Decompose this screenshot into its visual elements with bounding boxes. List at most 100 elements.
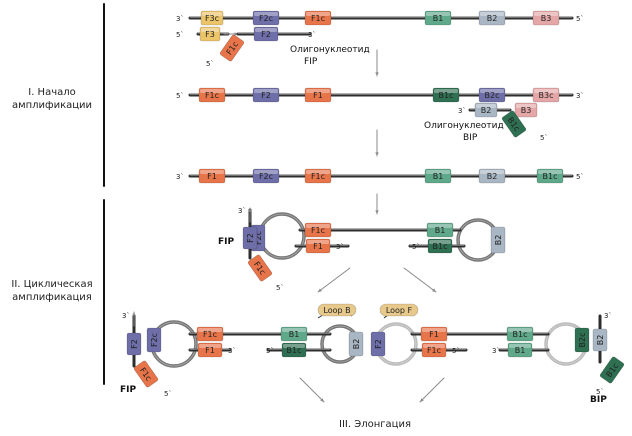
arrow-right-to-elongation-head — [420, 398, 424, 402]
section-label-cycling: II. Циклическая амплификация — [0, 278, 104, 304]
row5r-bip-label: BIP — [590, 395, 607, 405]
row1-end-3: 3` — [176, 15, 184, 23]
row3-seg-f1-label: F1 — [207, 172, 217, 181]
row1-fip-end-3: 3` — [308, 31, 316, 39]
row2-seg-b2c-label: B2c — [485, 91, 500, 100]
row4-seg-f2-fip — [242, 226, 258, 250]
row4-f1-end-3: 3` — [336, 243, 344, 251]
row1-seg-f3c-hl — [202, 12, 222, 16]
row5l-seg-b1c-hl — [283, 344, 305, 348]
row5l-loopb-label: Loop B — [323, 306, 350, 315]
row1-fip-f1c — [219, 34, 245, 62]
row5r-seg-b1-hl — [509, 344, 531, 348]
row1-seg-f1c-hl — [306, 12, 330, 16]
fip-oligo-label-line1: Олигонуклеотид — [290, 45, 370, 55]
row5r-seg-b2 — [592, 328, 608, 352]
row2-seg-f1c-hl — [200, 89, 224, 93]
row1-fip-f1c-group: F1c — [219, 34, 245, 62]
row2-seg-f2 — [252, 87, 280, 103]
row5r-end-5: 5` — [596, 388, 604, 396]
row2-end-5: 5` — [176, 92, 184, 100]
row4-seg-f1c-label: F1c — [311, 226, 325, 235]
row5l-f1-end-3: 3` — [228, 347, 236, 355]
row5l-seg-f2 — [126, 332, 142, 356]
row3-seg-b2-label: B2 — [487, 172, 498, 181]
row3-end-3: 3` — [176, 173, 184, 181]
row4-seg-f1-hl — [307, 240, 329, 244]
row5l-seg-b2 — [348, 331, 364, 357]
row1-f3-arrow-head — [234, 32, 238, 36]
row5r-seg-f1c — [421, 342, 447, 358]
row5l-seg-b1c — [281, 342, 307, 358]
row4-seg-f2c-label: F2c — [254, 231, 263, 245]
row1-seg-f1c — [304, 10, 332, 26]
row1-f3-end-5: 5` — [176, 31, 184, 39]
row3-seg-b1-label: B1 — [433, 172, 444, 181]
arrow-row4-to-right-head — [432, 288, 436, 292]
row4-loop-left-shine — [259, 213, 305, 259]
row5l-b1c-end-5: 5` — [266, 347, 274, 355]
row4-seg-b1-hl — [428, 224, 452, 228]
row4-fip-end-3: 3` — [238, 207, 246, 215]
row1-seg-f2 — [253, 26, 279, 42]
row2-seg-b2c-hl — [480, 89, 504, 93]
row2-seg-b1c-hl — [434, 89, 458, 93]
row5r-seg-b1c-hl — [508, 328, 532, 332]
row5r-seg-f1-hl — [422, 328, 446, 332]
row3-seg-b1 — [424, 168, 452, 184]
row5r-seg-f1c-hl — [423, 344, 445, 348]
row1-seg-b1-hl — [426, 12, 450, 16]
row5l-seg-f2-label: F2 — [130, 339, 139, 349]
arrow-row4-to-left — [317, 267, 351, 293]
row2-seg-b2-hl — [476, 104, 496, 108]
row3-seg-b1c-label: B1c — [543, 172, 558, 181]
row5l-seg-f2c — [146, 327, 162, 353]
row5r-seg-b1c — [506, 326, 534, 342]
row5l-seg-f1c-hl — [198, 328, 222, 332]
row1-seg-f2c-hl — [254, 12, 278, 16]
row5l-fip-f1c — [133, 360, 159, 388]
arrow-right-to-elongation — [419, 377, 445, 403]
row2-seg-b2c — [478, 87, 506, 103]
row5l-seg-b2-label: B2 — [352, 339, 361, 350]
row3-seg-f2c — [252, 168, 280, 184]
row5r-seg-b2-label: B2 — [596, 335, 605, 346]
row1-seg-f3c-label: F3c — [205, 14, 219, 23]
row5l-fip-f1c-group: F1c — [133, 360, 159, 388]
row5l-seg-f1-hl — [199, 344, 221, 348]
row4-seg-f2-fip-label: F2 — [246, 233, 255, 243]
row2-end-3: 3` — [576, 92, 584, 100]
row5r-b1-end-3: 3` — [492, 347, 500, 355]
row2-seg-b2 — [474, 102, 498, 118]
row2-seg-f1c — [198, 87, 226, 103]
row1-seg-b2 — [478, 10, 506, 26]
row4-b1c-end-5: 5` — [412, 243, 420, 251]
row1-seg-f3-hl — [201, 28, 219, 32]
arrow-row4-to-left-head — [318, 288, 322, 292]
row2-seg-b3-hl — [516, 104, 536, 108]
row5r-seg-f1c-label: F1c — [427, 346, 441, 355]
row3-seg-b1-hl — [426, 170, 450, 174]
row5l-end-5: 5` — [164, 390, 172, 398]
row5l-seg-f1c-label: F1c — [203, 330, 217, 339]
arrow-row4-to-right — [403, 267, 437, 293]
row5r-loopf-badge — [379, 303, 419, 317]
row4-fip-f1c — [247, 254, 273, 282]
row4-seg-f1c — [304, 222, 332, 238]
row5r-bip-b1c — [599, 356, 625, 384]
row4-fip-arrow-head — [248, 208, 252, 212]
row2-bip-end-3: 3` — [458, 107, 466, 115]
section-label-cycling-line2: амплификация — [12, 292, 92, 303]
row3-seg-f1 — [198, 168, 226, 184]
row2-seg-f1-label: F1 — [313, 91, 323, 100]
row1-seg-b3 — [532, 10, 560, 26]
row5l-seg-b1 — [280, 326, 308, 342]
section-label-initiation-line1: I. Начало — [28, 87, 76, 98]
row5l-fip-arrow-head — [132, 312, 136, 316]
row5r-bip-b1c-group: B1c — [599, 356, 625, 384]
row4-fip-f1c-group: F1c — [247, 254, 273, 282]
row5r-seg-b2c-label: B2c — [578, 333, 587, 348]
row3-seg-b1c-hl — [538, 170, 562, 174]
row1-seg-f3 — [199, 26, 221, 42]
